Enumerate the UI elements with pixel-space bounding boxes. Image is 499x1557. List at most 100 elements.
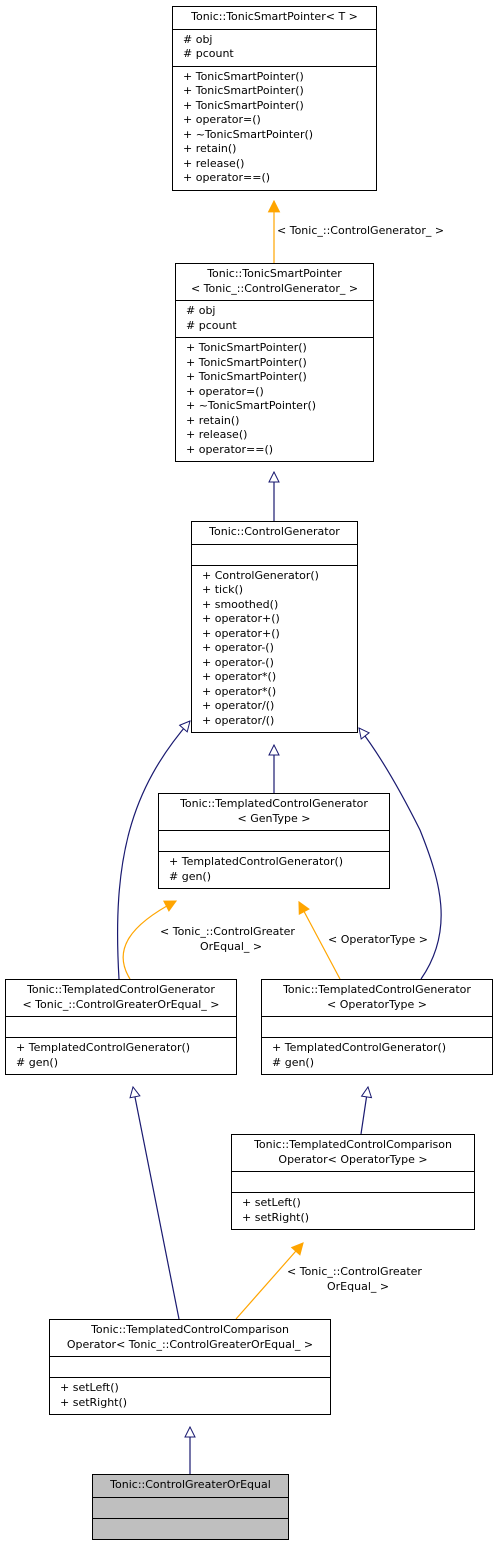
edge-label-cg-template: < Tonic_::ControlGenerator_ > bbox=[277, 224, 444, 237]
class-name-line: Tonic::TemplatedControlGenerator bbox=[283, 983, 471, 996]
class-box-tonic-smart-pointer-template[interactable]: Tonic::TonicSmartPointer< T ># obj# pcou… bbox=[172, 6, 377, 191]
class-name-line: Tonic::TemplatedControlGenerator bbox=[27, 983, 215, 996]
method-line: # gen() bbox=[16, 1055, 59, 1069]
edge-tcg-optype-to-tcg-gentype bbox=[299, 902, 341, 980]
edge-label-optype-template: < OperatorType > bbox=[328, 933, 428, 946]
class-attributes-compartment bbox=[6, 1016, 236, 1037]
method-line: # gen() bbox=[169, 869, 212, 883]
edge-label-cgoe-template-left-1: < Tonic_::ControlGreater bbox=[160, 925, 295, 938]
class-title-compartment: Tonic::TemplatedControlGenerator< Operat… bbox=[262, 980, 492, 1016]
method-line: + tick() bbox=[202, 583, 244, 596]
class-name-line: Tonic::ControlGenerator bbox=[209, 525, 340, 538]
method-line: + TemplatedControlGenerator() bbox=[272, 1041, 447, 1054]
class-methods-compartment: + TonicSmartPointer()+ TonicSmartPointer… bbox=[173, 65, 376, 190]
method-line: + TonicSmartPointer() bbox=[183, 84, 304, 97]
edge-tcg-optype-to-cg bbox=[359, 728, 442, 980]
method-line: + ~TonicSmartPointer() bbox=[186, 399, 317, 412]
class-attributes-compartment bbox=[159, 830, 389, 851]
method-line: + operator/() bbox=[202, 699, 275, 712]
class-title-compartment: Tonic::TemplatedControlGenerator< Tonic_… bbox=[6, 980, 236, 1016]
class-box-control-generator[interactable]: Tonic::ControlGenerator+ ControlGenerato… bbox=[191, 521, 358, 733]
class-title-compartment: Tonic::TonicSmartPointer< Tonic_::Contro… bbox=[176, 264, 373, 300]
method-line: + TemplatedControlGenerator() bbox=[169, 855, 344, 868]
class-attributes-compartment bbox=[262, 1016, 492, 1037]
method-line: + operator*() bbox=[202, 670, 277, 683]
class-methods-compartment: + ControlGenerator()+ tick()+ smoothed()… bbox=[192, 564, 357, 733]
method-line: + operator*() bbox=[202, 684, 277, 698]
class-attributes-compartment bbox=[192, 543, 357, 565]
class-name-line: Tonic::ControlGreaterOrEqual bbox=[110, 1478, 271, 1491]
method-line: + setLeft() bbox=[242, 1196, 301, 1209]
class-attributes-compartment: # obj# pcount bbox=[173, 28, 376, 66]
method-line: + setRight() bbox=[60, 1395, 128, 1409]
class-methods-compartment: + setLeft()+ setRight() bbox=[232, 1192, 474, 1229]
class-name-line: Tonic::TemplatedControlGenerator bbox=[180, 797, 368, 810]
class-box-templated-control-generator-operator-type[interactable]: Tonic::TemplatedControlGenerator< Operat… bbox=[261, 979, 493, 1075]
method-line: + TemplatedControlGenerator() bbox=[16, 1041, 191, 1054]
class-name-line: Tonic::TemplatedControlComparison bbox=[91, 1323, 289, 1336]
class-title-compartment: Tonic::ControlGenerator bbox=[192, 522, 357, 544]
edge-tcc-cgoe-to-tcg-cgoe bbox=[133, 1087, 180, 1320]
method-line: + operator/() bbox=[202, 713, 275, 727]
method-line: + ~TonicSmartPointer() bbox=[183, 127, 314, 141]
class-box-control-greater-or-equal[interactable]: Tonic::ControlGreaterOrEqual bbox=[92, 1474, 289, 1540]
class-name-line: Operator< OperatorType > bbox=[278, 1152, 428, 1166]
class-name-line: Tonic::TemplatedControlComparison bbox=[254, 1138, 452, 1151]
method-line: + operator==() bbox=[183, 171, 271, 184]
class-box-templated-control-generator-greater-or-equal[interactable]: Tonic::TemplatedControlGenerator< Tonic_… bbox=[5, 979, 237, 1075]
edge-label-cgoe-template-bottom-2: OrEqual_ > bbox=[327, 1280, 389, 1293]
class-methods-compartment bbox=[93, 1517, 288, 1539]
class-attributes-compartment: # obj# pcount bbox=[176, 300, 373, 337]
method-line: + operator-() bbox=[202, 641, 274, 654]
method-line: + TonicSmartPointer() bbox=[183, 98, 304, 112]
method-line: + retain() bbox=[186, 413, 240, 427]
class-methods-compartment: + setLeft()+ setRight() bbox=[50, 1377, 330, 1414]
edge-tcc-optype-to-tcg-optype bbox=[360, 1087, 368, 1135]
method-line: + operator+() bbox=[202, 612, 280, 625]
class-name-line: < Tonic_::ControlGreaterOrEqual_ > bbox=[22, 997, 220, 1011]
class-methods-compartment: + TemplatedControlGenerator()# gen() bbox=[6, 1037, 236, 1074]
method-line: + smoothed() bbox=[202, 597, 279, 611]
method-line: + operator+() bbox=[202, 626, 280, 640]
class-attributes-compartment bbox=[50, 1356, 330, 1377]
method-line: + setLeft() bbox=[60, 1381, 119, 1394]
class-name-line: Tonic::TonicSmartPointer bbox=[207, 267, 342, 280]
method-line: + operator==() bbox=[186, 442, 274, 456]
method-line: + operator-() bbox=[202, 655, 274, 669]
class-name-line: Operator< Tonic_::ControlGreaterOrEqual_… bbox=[66, 1337, 314, 1351]
method-line: + release() bbox=[183, 156, 245, 170]
class-methods-compartment: + TemplatedControlGenerator()# gen() bbox=[262, 1037, 492, 1074]
method-line: # gen() bbox=[272, 1055, 315, 1069]
class-attributes-compartment bbox=[232, 1171, 474, 1192]
method-line: + retain() bbox=[183, 142, 237, 155]
method-line: + TonicSmartPointer() bbox=[186, 370, 307, 383]
class-box-tonic-smart-pointer-control-generator[interactable]: Tonic::TonicSmartPointer< Tonic_::Contro… bbox=[175, 263, 374, 462]
method-line: + operator=() bbox=[183, 113, 261, 126]
class-name-line: < OperatorType > bbox=[327, 997, 427, 1011]
method-line: + operator=() bbox=[186, 384, 264, 398]
method-line: + TonicSmartPointer() bbox=[183, 69, 304, 83]
attribute-line: # obj bbox=[183, 32, 213, 46]
attribute-line: # pcount bbox=[183, 47, 234, 60]
method-line: + release() bbox=[186, 428, 248, 441]
edge-tcg-cgoe-to-tcg-gentype bbox=[122, 901, 176, 980]
class-title-compartment: Tonic::ControlGreaterOrEqual bbox=[93, 1475, 288, 1497]
edge-label-cgoe-template-left-2: OrEqual_ > bbox=[200, 940, 262, 953]
method-line: + TonicSmartPointer() bbox=[186, 355, 307, 369]
attribute-line: # pcount bbox=[186, 318, 237, 332]
attribute-line: # obj bbox=[186, 304, 216, 317]
class-name-line: < Tonic_::ControlGenerator_ > bbox=[190, 281, 359, 295]
class-methods-compartment: + TonicSmartPointer()+ TonicSmartPointer… bbox=[176, 337, 373, 461]
class-title-compartment: Tonic::TemplatedControlGenerator< GenTyp… bbox=[159, 794, 389, 830]
method-line: + setRight() bbox=[242, 1210, 310, 1224]
class-box-templated-control-generator-gentype[interactable]: Tonic::TemplatedControlGenerator< GenTyp… bbox=[158, 793, 390, 889]
class-title-compartment: Tonic::TonicSmartPointer< T > bbox=[173, 7, 376, 29]
class-name-line: Tonic::TonicSmartPointer< T > bbox=[191, 10, 358, 23]
edge-tcc-cgoe-to-tcc-optype bbox=[235, 1243, 303, 1320]
method-line: + ControlGenerator() bbox=[202, 568, 319, 582]
